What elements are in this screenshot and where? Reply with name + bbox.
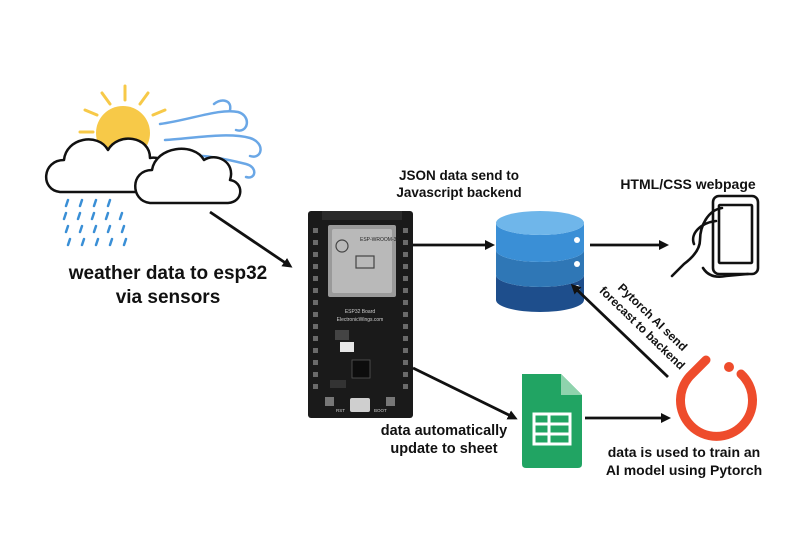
board-name: ESP32 Board xyxy=(345,309,376,315)
weather-label: weather data to esp32 via sensors xyxy=(52,262,284,310)
train-label-line2: AI model using Pytorch xyxy=(605,461,763,478)
cloud-icon xyxy=(44,137,242,205)
rst-label: RST xyxy=(336,408,345,413)
train-label-line1: data is used to train an xyxy=(607,444,761,460)
arrow-pytorch-to-database xyxy=(570,283,669,379)
sheet-label: data automatically update to sheet xyxy=(370,422,518,458)
google-sheets-icon xyxy=(522,374,582,468)
json-label-line2: Javascript backend xyxy=(396,184,522,200)
arrows xyxy=(209,210,671,423)
module-shield: ESP-WROOM-32 xyxy=(328,225,399,297)
webpage-label-line1: HTML/CSS webpage xyxy=(620,176,756,192)
json-label: JSON data send to Javascript backend xyxy=(380,168,538,202)
usb-port xyxy=(350,398,370,412)
boot-button xyxy=(386,397,395,406)
header-pins-right xyxy=(403,228,408,389)
pytorch-icon xyxy=(676,355,757,441)
module-label: ESP-WROOM-32 xyxy=(360,237,399,243)
database-icon xyxy=(496,211,584,312)
header-pins-left xyxy=(313,228,318,389)
sun-icon xyxy=(78,84,167,134)
weather-icon xyxy=(44,84,262,247)
board-website: ElectronicWings.com xyxy=(337,317,384,323)
weather-label-line1: weather data to esp32 xyxy=(68,263,268,284)
webpage-label: HTML/CSS webpage xyxy=(600,176,776,194)
weather-label-line2: via sensors xyxy=(115,286,221,308)
sheet-label-line1: data automatically xyxy=(380,423,508,439)
arrow-esp32-to-sheet xyxy=(412,366,518,420)
rain-icon xyxy=(62,198,128,247)
train-label: data is used to train an AI model using … xyxy=(584,444,784,479)
esp32-board: ESP-WROOM-32 ESP32 Board ElectronicWings… xyxy=(308,211,413,418)
arrow-weather-to-esp32 xyxy=(209,210,293,268)
boot-label: BOOT xyxy=(374,408,387,413)
json-label-line1: JSON data send to xyxy=(398,168,520,183)
phone-in-hand-icon xyxy=(670,194,760,279)
sheet-label-line2: update to sheet xyxy=(390,441,498,458)
rst-button xyxy=(325,397,334,406)
